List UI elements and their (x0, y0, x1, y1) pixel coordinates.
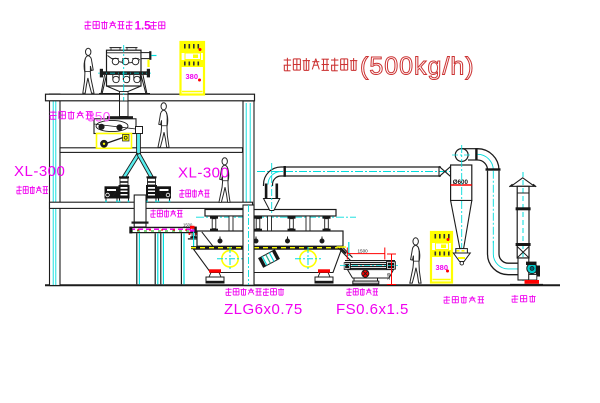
svg-text:1500: 1500 (358, 249, 369, 254)
svg-text:1.5: 1.5 (135, 21, 152, 33)
svg-text:345: 345 (386, 272, 391, 280)
svg-text:1500: 1500 (183, 222, 193, 227)
svg-text:Ø600: Ø600 (453, 179, 469, 186)
svg-text:FS0.6x1.5: FS0.6x1.5 (336, 301, 409, 318)
svg-text:ZLG6x0.75: ZLG6x0.75 (224, 301, 303, 318)
svg-text:380: 380 (436, 263, 449, 272)
svg-text:XL-300: XL-300 (14, 163, 65, 180)
svg-text:XL-300: XL-300 (178, 165, 229, 182)
svg-text:350: 350 (87, 109, 111, 125)
svg-text:380: 380 (186, 72, 199, 81)
svg-text:(500kg/h): (500kg/h) (360, 53, 475, 81)
